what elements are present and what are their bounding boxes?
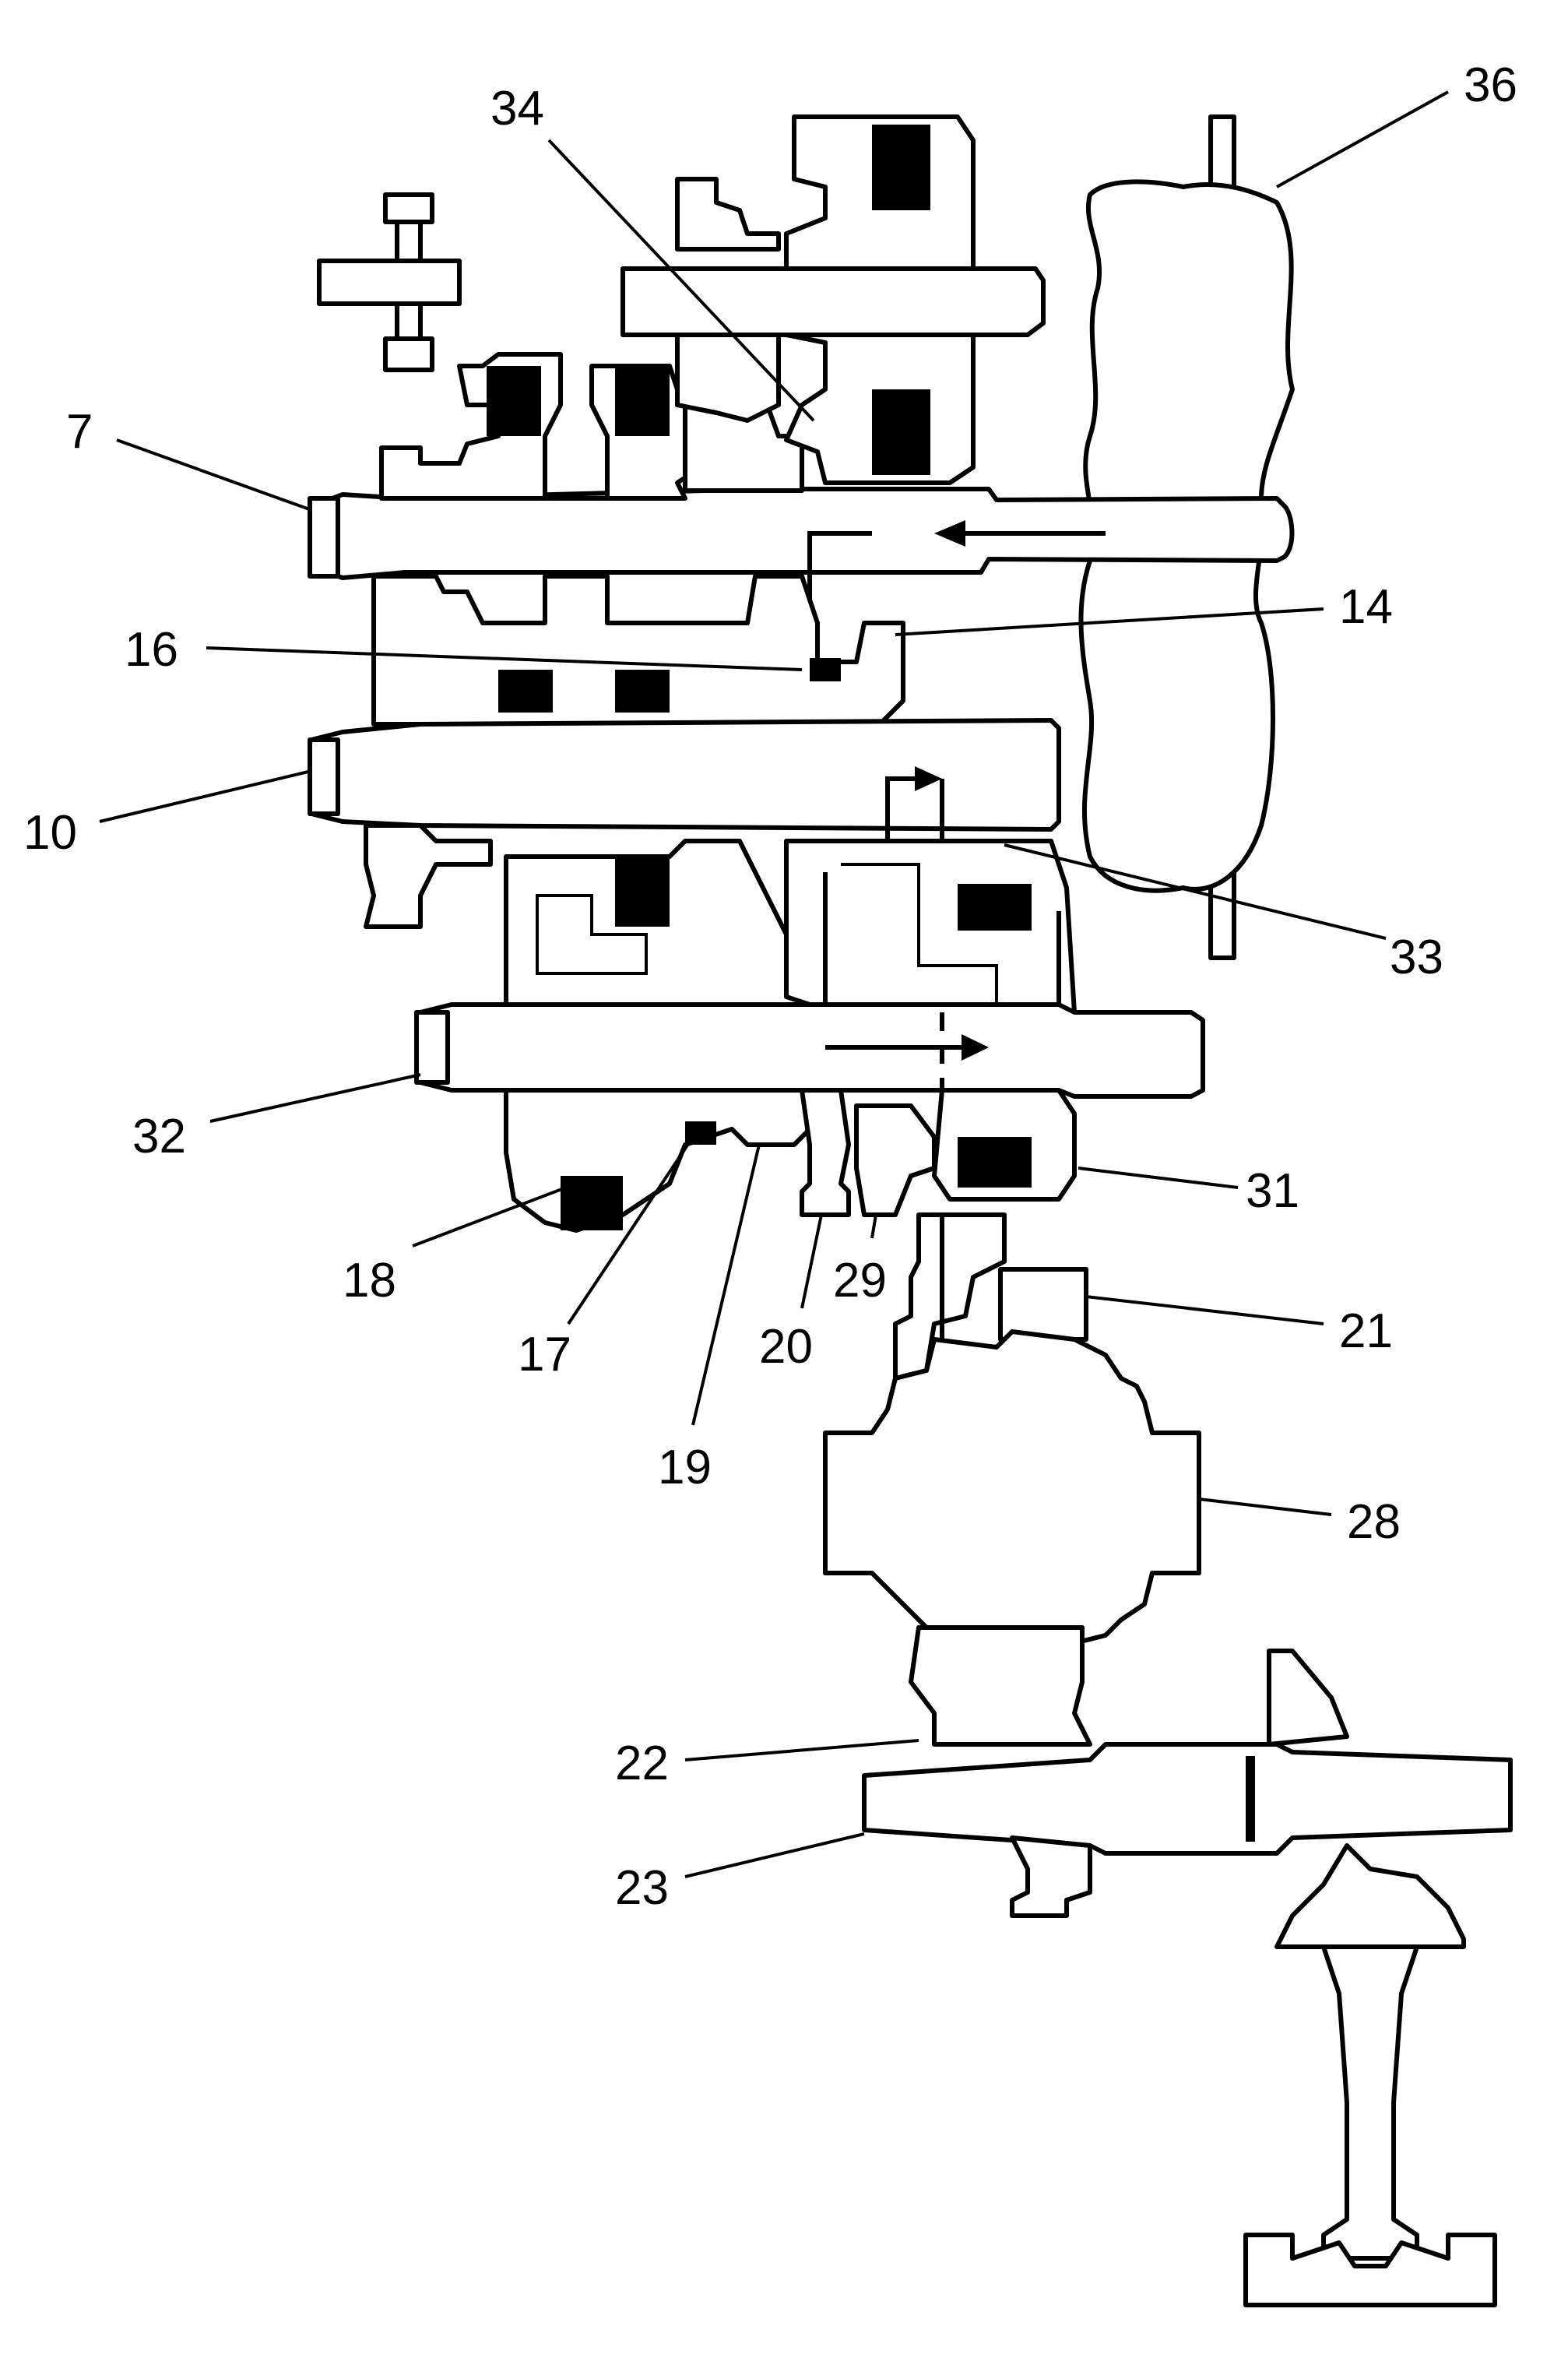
callout-20: 20 [759,1320,813,1374]
callout-19: 19 [658,1441,712,1494]
callout-18: 18 [343,1254,396,1307]
clutch-assembly-upper [621,114,1046,485]
leader-28 [1198,1497,1332,1516]
leader-lines [99,90,1449,1878]
callout-28: 28 [1347,1495,1401,1549]
leader-29 [870,1214,877,1239]
callout-17: 17 [518,1328,571,1381]
callout-33: 33 [1390,931,1443,984]
shaft-32 [414,1002,1205,1099]
leader-34 [547,139,815,422]
idler-gear-small [317,192,462,372]
callout-23: 23 [615,1861,669,1915]
leader-32 [209,1073,421,1123]
callout-29: 29 [833,1254,887,1307]
callout-31: 31 [1246,1164,1299,1218]
leader-18 [412,1182,577,1248]
leader-7 [116,438,312,512]
callout-22: 22 [615,1737,669,1790]
callout-32: 32 [132,1110,186,1163]
gear-cluster-mid [371,574,905,727]
leader-22 [684,1739,919,1761]
leader-19 [691,1144,761,1426]
leader-33 [1004,843,1387,940]
leader-31 [1078,1167,1239,1189]
clutch-housing-center [504,839,1077,1030]
leader-16 [206,646,803,671]
clutch-assembly-lower [504,1088,1077,1233]
final-drive [862,1625,1513,2307]
leader-21 [1085,1295,1324,1325]
callout-21: 21 [1339,1304,1393,1358]
shaft-7 [308,487,1295,580]
callout-36: 36 [1464,58,1517,112]
leader-17 [567,1135,694,1325]
callout-labels: 36 34 7 14 16 10 33 32 31 18 29 17 20 21… [23,58,1517,1915]
leader-23 [684,1832,865,1878]
leader-14 [895,607,1324,636]
callout-16: 16 [125,623,178,677]
leader-36 [1276,90,1449,188]
callout-7: 7 [66,405,93,459]
callout-10: 10 [23,806,77,860]
leader-10 [99,769,312,823]
shaft-10 [308,718,1061,929]
callout-34: 34 [490,82,544,135]
flow-path-shaft-32 [825,1012,989,1090]
callout-14: 14 [1339,580,1393,634]
leader-20 [800,1214,823,1309]
differential-28 [823,1329,1201,1645]
